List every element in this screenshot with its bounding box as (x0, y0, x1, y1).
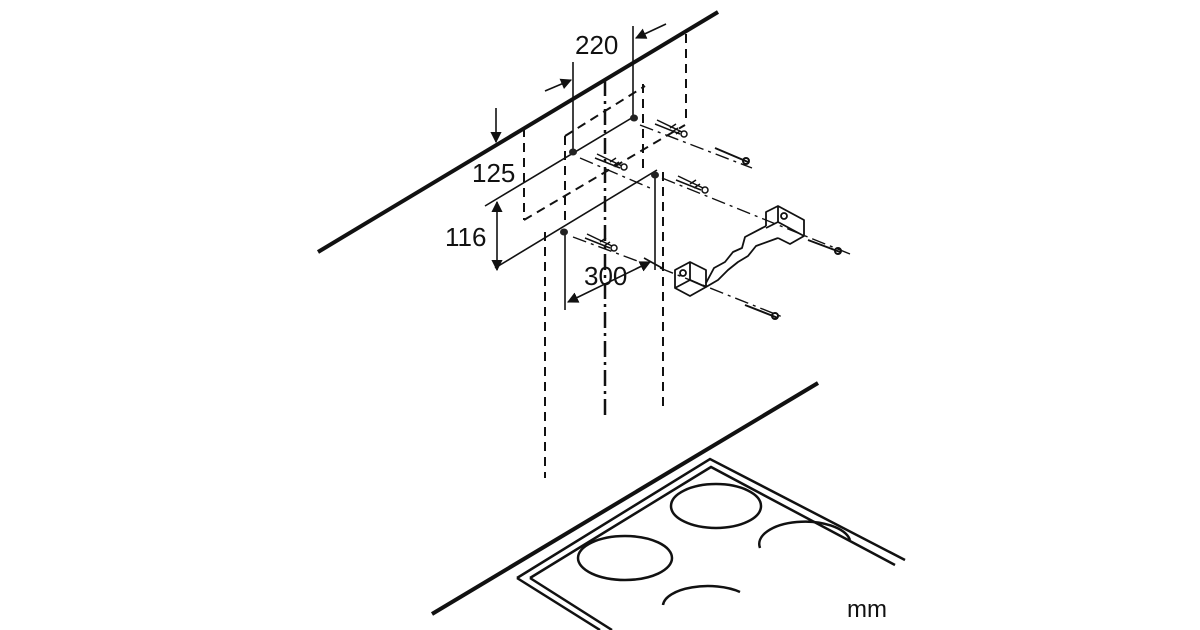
reference-lines (484, 26, 663, 310)
screws (714, 147, 842, 320)
dimension-125-label: 125 (472, 158, 516, 188)
countertop-edge (430, 381, 820, 616)
wall-edge (316, 10, 720, 254)
dimension-220-label: 220 (575, 30, 619, 60)
mounting-bracket (674, 205, 805, 297)
screw-axes (572, 124, 851, 319)
hob (516, 457, 906, 630)
drill-holes (560, 114, 659, 236)
dimension-300-label: 300 (584, 261, 628, 291)
unit-label: mm (847, 596, 887, 623)
wall-plugs (584, 119, 709, 252)
dimension-arrows (490, 23, 667, 303)
dimension-116-label: 116 (445, 222, 487, 252)
